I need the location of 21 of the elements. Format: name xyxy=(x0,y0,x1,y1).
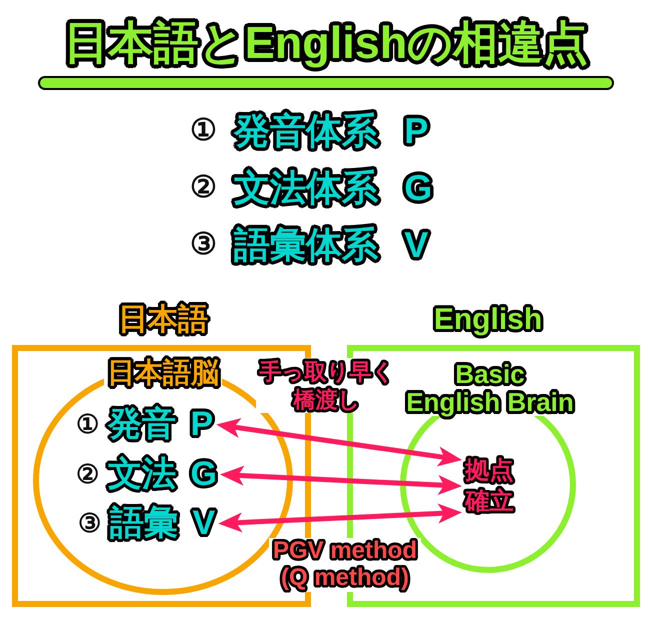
section-heading: 日本語脳 xyxy=(104,357,222,390)
circled-number: ① xyxy=(76,410,99,440)
section-heading: English xyxy=(434,303,542,338)
double-arrow xyxy=(220,466,462,496)
list-item: 発音体系 P xyxy=(234,110,428,152)
circled-number: ① xyxy=(190,114,217,148)
term-label: 文法 G xyxy=(108,455,217,494)
term-label: 語彙 V xyxy=(110,504,216,544)
term-label: 発音 P xyxy=(108,405,214,444)
list-item: 語彙体系 V xyxy=(234,224,428,266)
center-label: 拠点確立 xyxy=(465,456,514,518)
circled-number: ② xyxy=(76,460,99,490)
circled-number: ③ xyxy=(190,228,217,262)
title: 日本語とEnglishの相違点 xyxy=(38,17,614,90)
double-arrow xyxy=(216,418,462,466)
double-arrow xyxy=(218,504,462,532)
section-heading: 日本語 xyxy=(118,303,208,338)
circled-number: ② xyxy=(190,171,217,206)
annotation: PGV method (Q method) xyxy=(269,538,421,592)
circled-number: ③ xyxy=(78,508,101,538)
list-item: 文法体系 G xyxy=(234,167,432,208)
